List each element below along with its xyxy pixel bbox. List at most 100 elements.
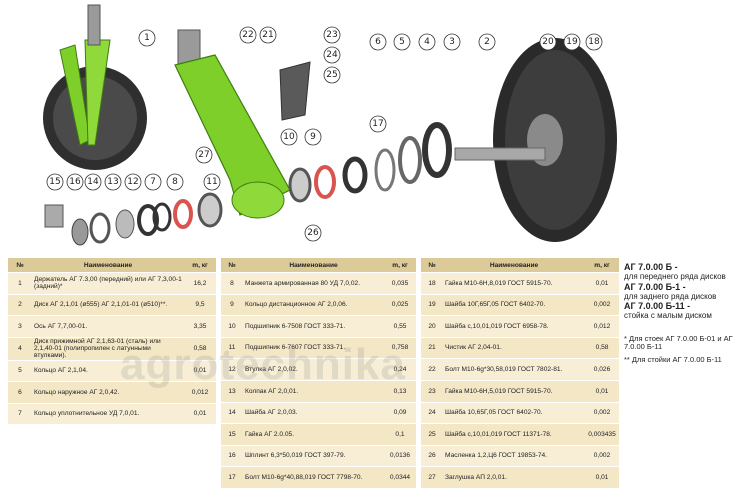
callout-25: 25 — [323, 66, 341, 84]
part-number: 9 — [221, 293, 243, 316]
part-name: Шайба 10,65Г,05 ГОСТ 6402-70. — [443, 401, 585, 424]
part-mass: 0,003435 — [585, 423, 619, 446]
part-mass: 0,035 — [384, 272, 416, 295]
col-mass: m, кг — [384, 258, 416, 273]
callout-12: 12 — [124, 173, 142, 191]
callout-26: 26 — [304, 224, 322, 242]
col-mass: m, кг — [184, 258, 216, 273]
part-number: 7 — [8, 402, 32, 425]
svg-text:22: 22 — [242, 30, 253, 40]
callout-24: 24 — [323, 46, 341, 64]
callout-10: 10 — [280, 128, 298, 146]
svg-text:9: 9 — [310, 132, 316, 142]
svg-text:25: 25 — [326, 70, 337, 80]
callout-6: 6 — [369, 33, 387, 51]
part-name: Чистик АГ 2,04-01. — [443, 336, 585, 359]
svg-text:12: 12 — [127, 177, 138, 187]
part-name: Шайба 10Г,65Г,05 ГОСТ 6402-70. — [443, 293, 585, 316]
part-name: Втулка АГ 2,0,02. — [243, 358, 384, 381]
part-number: 15 — [221, 423, 243, 446]
part-mass: 3,35 — [184, 315, 216, 338]
part-name: Шплинт 6,3*50,019 ГОСТ 397-79. — [243, 444, 384, 467]
part-number: 5 — [8, 359, 32, 382]
part-name: Диск АГ 2,1,01 (ø555) АГ 2,1,01-01 (ø510… — [32, 293, 184, 316]
large-disc — [493, 38, 617, 242]
callout-8: 8 — [166, 173, 184, 191]
part-name: Шайба с,10,01,019 ГОСТ 6958-78. — [443, 315, 585, 338]
part-mass: 0,026 — [585, 358, 619, 381]
part-number: 17 — [221, 466, 243, 488]
part-number: 11 — [221, 336, 243, 359]
svg-text:7: 7 — [150, 177, 156, 187]
part-number: 20 — [421, 315, 443, 338]
callout-22: 22 — [239, 26, 257, 44]
part-number: 16 — [221, 444, 243, 467]
variant-3-title: АГ 7.0.00 Б-11 - — [624, 301, 691, 312]
part-name: Манжета армированная 80 УД 7,0,02. — [243, 272, 384, 295]
callout-14: 14 — [84, 173, 102, 191]
svg-text:17: 17 — [372, 119, 383, 129]
svg-text:13: 13 — [107, 177, 118, 187]
part-mass: 0,24 — [384, 358, 416, 381]
variant-notes: АГ 7.0.00 Б - для переднего ряда дисков … — [624, 262, 748, 364]
part-mass: 0,58 — [585, 336, 619, 359]
part-name: Заглушка АП 2,0,01. — [443, 466, 585, 488]
callout-19: 19 — [563, 33, 581, 51]
part-mass: 0,002 — [585, 293, 619, 316]
part-name: Подшипник 6-7508 ГОСТ 333-71. — [243, 315, 384, 338]
callout-7: 7 — [144, 173, 162, 191]
part-number: 25 — [421, 423, 443, 446]
part-mass: 9,5 — [184, 293, 216, 316]
svg-text:23: 23 — [326, 30, 337, 40]
part-mass: 0,1 — [384, 423, 416, 446]
part-number: 22 — [421, 358, 443, 381]
part-mass: 0,002 — [585, 401, 619, 424]
part-mass: 0,0136 — [384, 444, 416, 467]
callout-21: 21 — [259, 26, 277, 44]
footnote-1: * Для стоек АГ 7.0.00 Б-01 и АГ 7.0.00 Б… — [624, 333, 733, 352]
svg-text:14: 14 — [87, 177, 99, 187]
part-name: Кольцо наружное АГ 2,0,42. — [32, 381, 184, 404]
axle — [454, 147, 546, 161]
svg-text:8: 8 — [172, 177, 178, 187]
part-number: 4 — [8, 336, 32, 361]
col-name: Наименование — [443, 258, 585, 273]
part-mass: 0,58 — [184, 336, 216, 361]
part-name: Болт М10-6g*40,88,019 ГОСТ 7798-70. — [243, 466, 384, 488]
variant-2-text: для заднего ряда дисков — [624, 291, 717, 301]
part-mass: 0,01 — [585, 272, 619, 295]
col-num: № — [8, 258, 32, 273]
svg-text:4: 4 — [424, 37, 430, 47]
part-mass: 0,025 — [384, 293, 416, 316]
variant-1-title: АГ 7.0.00 Б - — [624, 262, 678, 272]
variant-3-text: стойка с малым диском — [624, 311, 712, 321]
part-mass: 16,2 — [184, 272, 216, 295]
part-name: Подшипник 6-7607 ГОСТ 333-71. — [243, 336, 384, 359]
callout-27: 27 — [195, 146, 213, 164]
part-mass: 0,012 — [585, 315, 619, 338]
svg-text:20: 20 — [542, 37, 554, 47]
part-number: 14 — [221, 401, 243, 424]
part-number: 21 — [421, 336, 443, 359]
part-number: 24 — [421, 401, 443, 424]
part-name: Болт М10-6g*30,58,019 ГОСТ 7802-81. — [443, 358, 585, 381]
part-name: Кольцо АГ 2,1,04. — [32, 359, 184, 382]
variant-1-text: для переднего ряда дисков — [624, 272, 726, 282]
col-num: № — [421, 258, 443, 273]
ring-set-center — [288, 156, 368, 203]
